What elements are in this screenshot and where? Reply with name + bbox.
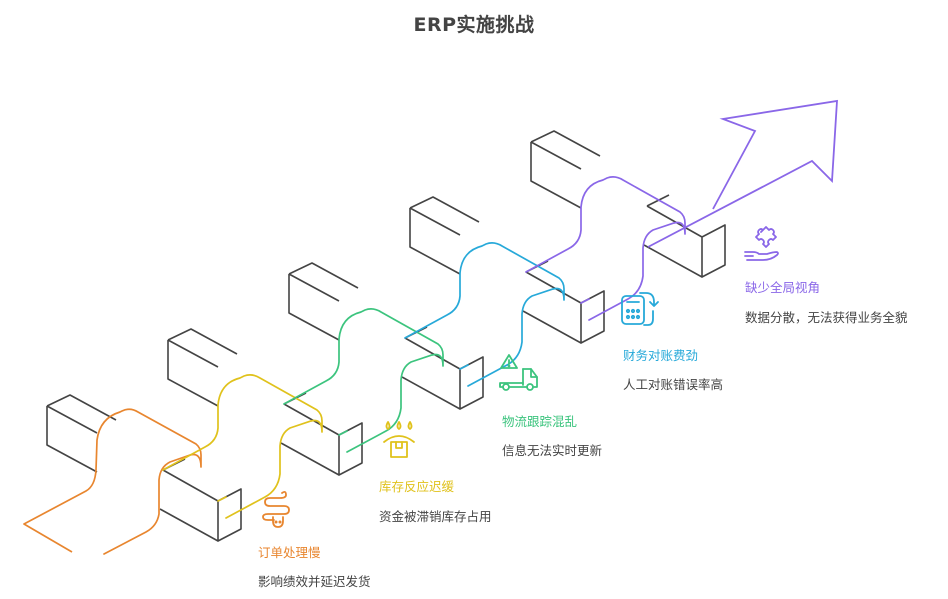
ribbon-path xyxy=(283,308,444,453)
snake-icon xyxy=(256,487,300,531)
step-label-2: 库存反应迟缓 xyxy=(379,479,455,494)
step-description-5: 数据分散，无法获得业务全貌 xyxy=(745,310,908,325)
box-rain-icon xyxy=(378,418,422,462)
step-graphic-1 xyxy=(23,394,242,555)
right-block xyxy=(401,326,484,410)
truck-warning-icon xyxy=(497,352,541,396)
step-label-1: 订单处理慢 xyxy=(258,545,321,560)
page-title: ERP实施挑战 xyxy=(413,14,535,36)
step-description-2: 资金被滞销库存占用 xyxy=(379,509,492,524)
left-block xyxy=(46,394,117,473)
left-block xyxy=(288,262,359,341)
step-graphic-5 xyxy=(525,130,726,321)
right-block xyxy=(280,392,363,476)
calculator-cycle-icon xyxy=(618,287,662,331)
step-description-1: 影响绩效并延迟发货 xyxy=(258,574,371,589)
left-block xyxy=(167,328,238,407)
step-description-4: 人工对账错误率高 xyxy=(623,377,724,392)
step-label-5: 缺少全局视角 xyxy=(745,280,821,295)
ribbon-path xyxy=(162,374,323,519)
right-block xyxy=(643,194,726,278)
puzzle-hand-icon xyxy=(741,222,785,266)
right-block xyxy=(522,260,605,344)
left-block xyxy=(530,130,601,209)
ribbon-path xyxy=(404,242,565,387)
ribbon-tail xyxy=(23,523,73,553)
left-block xyxy=(409,196,480,275)
step-label-3: 物流跟踪混乱 xyxy=(502,414,578,429)
right-block xyxy=(159,458,242,542)
step-description-3: 信息无法实时更新 xyxy=(502,443,603,458)
ribbon-path xyxy=(23,408,202,555)
ribbon-path xyxy=(525,176,686,321)
step-label-4: 财务对账费劲 xyxy=(623,348,699,363)
arrow-head xyxy=(647,99,838,248)
